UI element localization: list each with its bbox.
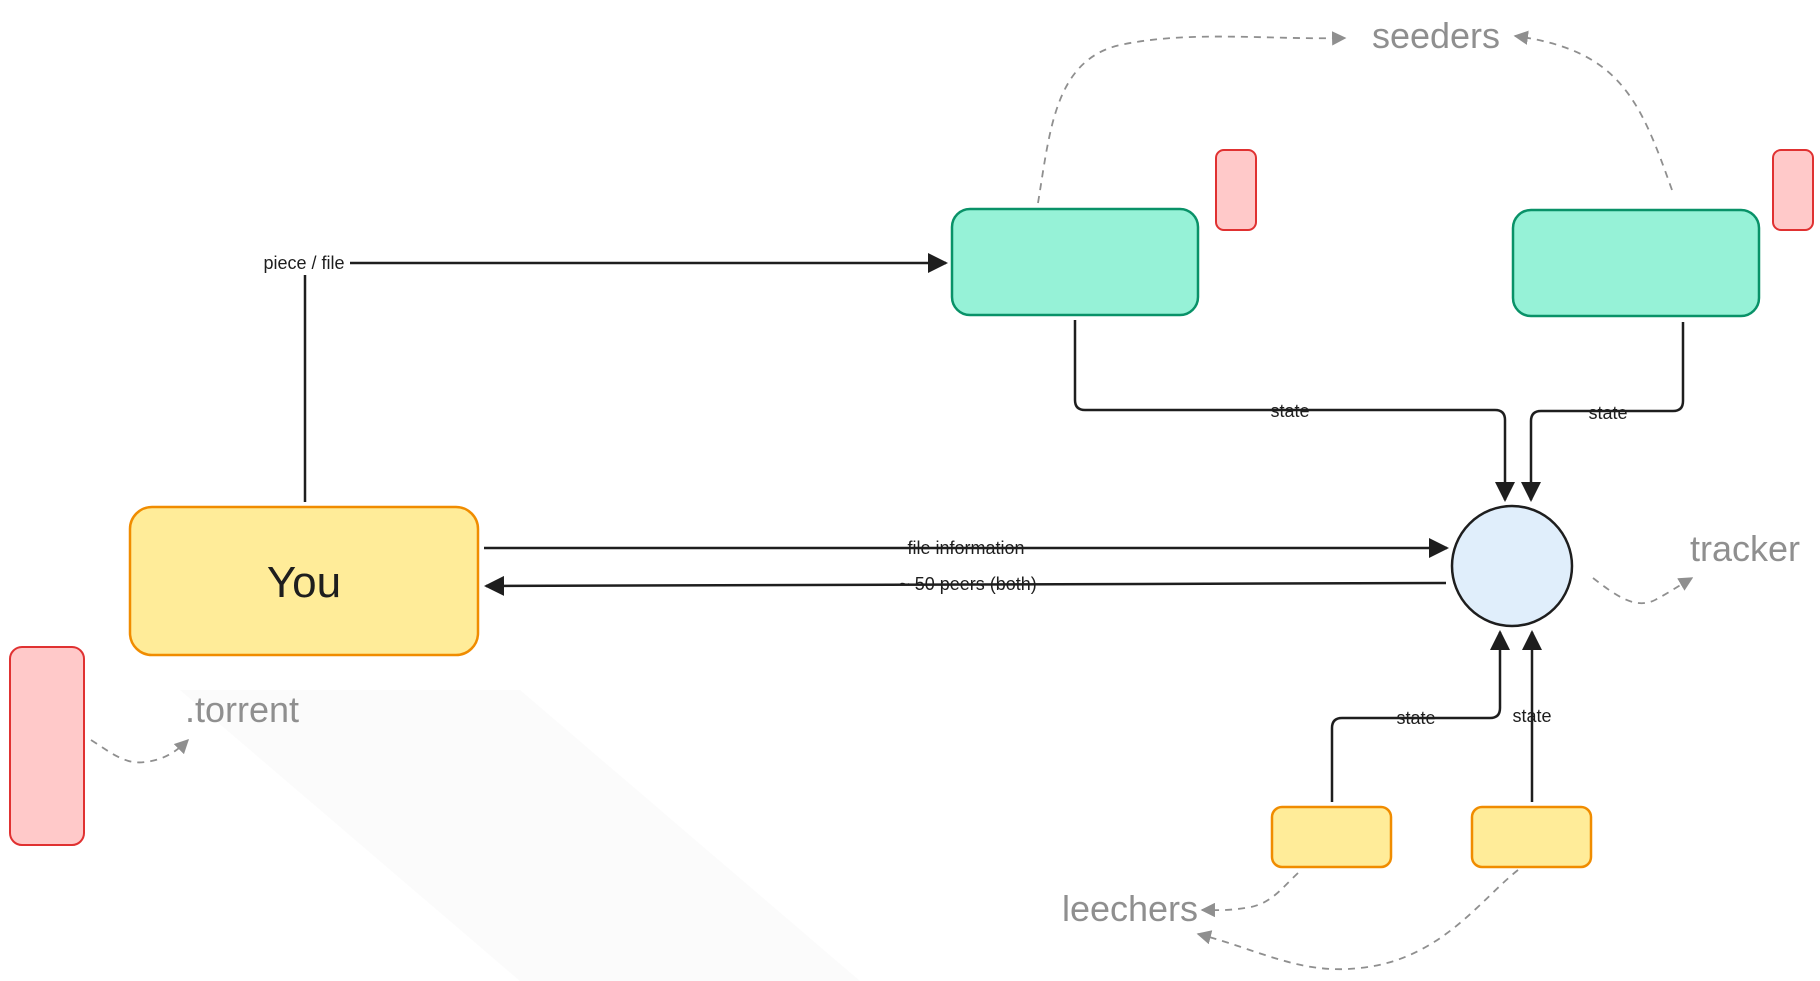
seeder-1-file[interactable]	[1215, 149, 1257, 231]
peers-label: ~ 50 peers (both)	[899, 574, 1037, 594]
piece-file-label: piece / file	[263, 253, 344, 273]
tracker-annotation-arrow	[1592, 577, 1694, 605]
torrent-annotation-arrow	[90, 738, 190, 764]
leecher-node-1[interactable]	[1270, 805, 1393, 869]
leechers-annotation-arrow-1	[1200, 872, 1299, 918]
tracker-annotation: tracker	[1690, 528, 1800, 569]
tracker-node[interactable]	[1450, 504, 1574, 628]
peers-edge	[484, 575, 1447, 596]
seeders-annotation: seeders	[1372, 15, 1500, 56]
seeders-annotation-arrow-2	[1513, 30, 1673, 191]
you-node-label: You	[267, 558, 341, 607]
leechers-annotation: leechers	[1062, 888, 1198, 929]
seeder-2-state-edge	[1521, 322, 1685, 502]
background-shade	[180, 690, 860, 981]
seeder-1-state-label: state	[1270, 401, 1309, 421]
torrent-annotation: .torrent	[185, 689, 299, 730]
seeders-annotation-arrow-1	[1037, 31, 1347, 204]
leecher-1-state-label: state	[1396, 708, 1435, 728]
file-information-label: file information	[907, 538, 1024, 558]
leecher-1-state-edge	[1330, 630, 1510, 802]
you-node[interactable]	[128, 505, 480, 657]
leechers-annotation-arrow-2	[1196, 869, 1519, 971]
seeder-2-file[interactable]	[1772, 149, 1814, 231]
torrent-file-node[interactable]	[9, 646, 85, 846]
seeder-node-1[interactable]	[950, 207, 1200, 317]
leecher-node-2[interactable]	[1470, 805, 1593, 869]
seeder-1-state-edge	[1073, 320, 1515, 502]
seeder-node-2[interactable]	[1511, 208, 1761, 318]
seeder-2-state-label: state	[1588, 403, 1627, 423]
leecher-2-state-label: state	[1512, 706, 1551, 726]
